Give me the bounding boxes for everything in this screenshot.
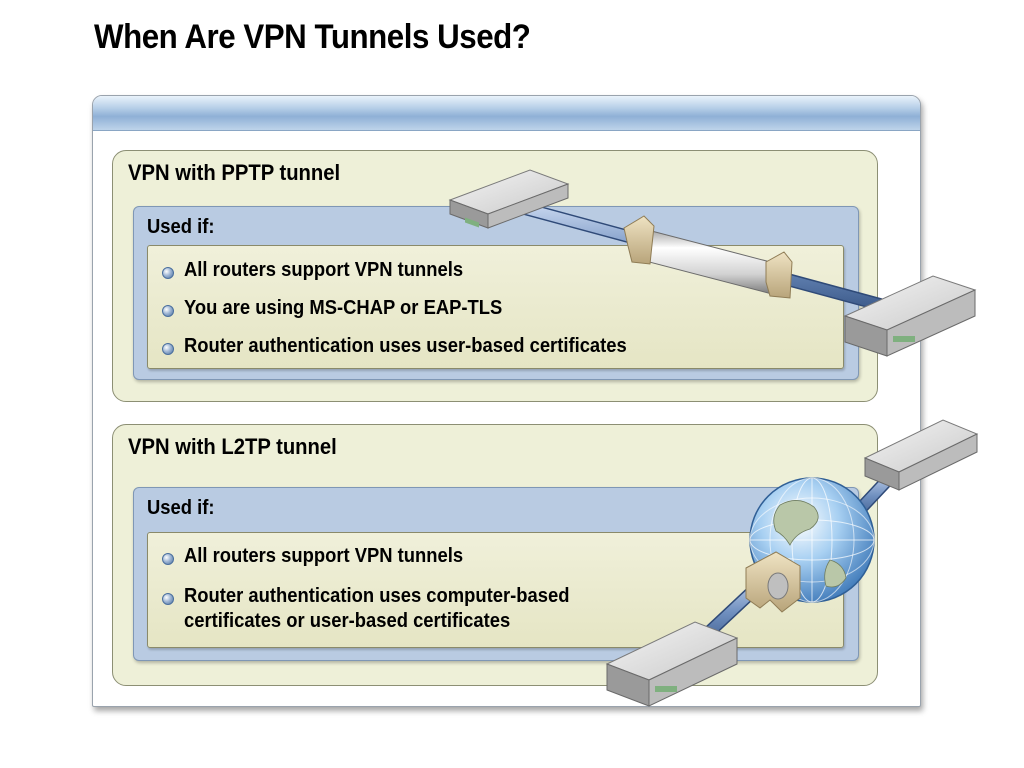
pptp-condition-item: You are using MS-CHAP or EAP-TLS [184, 297, 503, 319]
l2tp-used-if-box: Used if: All routers support VPN tunnels… [133, 487, 859, 661]
pptp-used-if-label: Used if: [147, 216, 215, 238]
panel-header-bar [93, 96, 920, 131]
slide-title: When Are VPN Tunnels Used? [94, 18, 531, 56]
l2tp-section-title: VPN with L2TP tunnel [128, 434, 337, 459]
bullet-icon [162, 593, 174, 605]
bullet-icon [162, 305, 174, 317]
l2tp-condition-item: Router authentication uses computer-base… [184, 585, 570, 632]
l2tp-conditions-list: All routers support VPN tunnels Router a… [147, 532, 844, 648]
bullet-icon [162, 553, 174, 565]
pptp-conditions-list: All routers support VPN tunnels You are … [147, 245, 844, 369]
pptp-section-title: VPN with PPTP tunnel [128, 160, 341, 185]
l2tp-condition-item: All routers support VPN tunnels [184, 545, 464, 567]
pptp-section: VPN with PPTP tunnel Used if: All router… [112, 150, 878, 402]
bullet-icon [162, 267, 174, 279]
pptp-condition-item: All routers support VPN tunnels [184, 259, 464, 281]
l2tp-section: VPN with L2TP tunnel Used if: All router… [112, 424, 878, 686]
l2tp-used-if-label: Used if: [147, 497, 215, 519]
bullet-icon [162, 343, 174, 355]
pptp-used-if-box: Used if: All routers support VPN tunnels… [133, 206, 859, 380]
pptp-condition-item: Router authentication uses user-based ce… [184, 335, 627, 357]
